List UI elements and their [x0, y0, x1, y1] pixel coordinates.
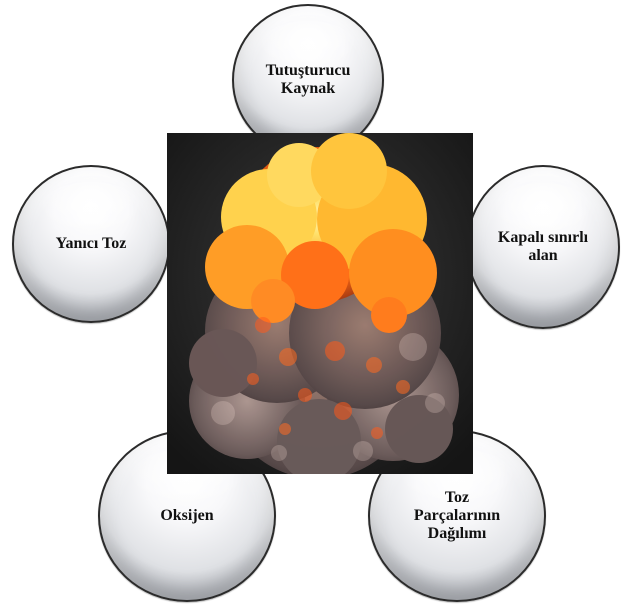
dust-dispersion-label: Toz Parçalarının Dağılımı	[404, 489, 510, 543]
ignition-source-label: Tutuşturucu Kaynak	[256, 62, 361, 98]
combustible-dust-node: Yanıcı Toz	[12, 165, 170, 323]
confined-space-node: Kapalı sınırlı alan	[466, 165, 620, 329]
oxygen-label: Oksijen	[150, 507, 223, 525]
explosion-image	[167, 133, 473, 474]
explosion-icon	[167, 133, 473, 474]
confined-space-label: Kapalı sınırlı alan	[488, 229, 598, 265]
combustible-dust-label: Yanıcı Toz	[46, 235, 137, 253]
